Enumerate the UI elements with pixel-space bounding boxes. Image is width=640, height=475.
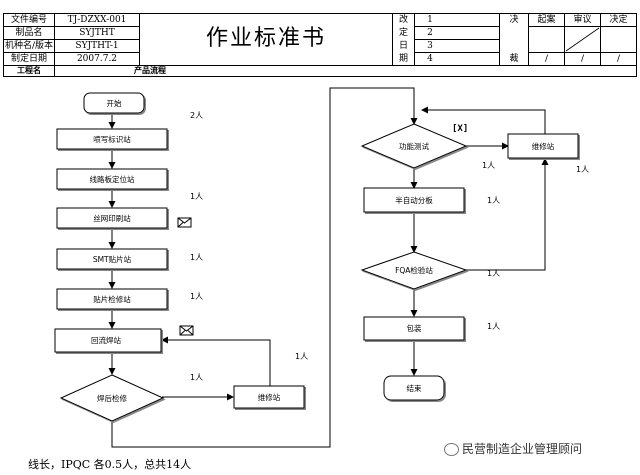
count-repair1: 1人 bbox=[295, 352, 308, 361]
revision-number-4: 4 bbox=[427, 54, 433, 64]
count-repair2: 1人 bbox=[576, 165, 589, 174]
approval-header-decide: 决定 bbox=[609, 15, 628, 25]
count-semi-auto: 1人 bbox=[487, 196, 500, 205]
count-func-test: 1人 bbox=[482, 161, 495, 170]
node-spray bbox=[56, 128, 168, 150]
wechat-icon bbox=[444, 443, 459, 456]
node-patch-check bbox=[56, 288, 168, 310]
node-reflow bbox=[54, 328, 162, 353]
doc-no-value: TJ-DZXX-001 bbox=[67, 15, 127, 25]
doc-no-label: 文件编号 bbox=[10, 15, 47, 25]
revision-char-1: 改 bbox=[398, 15, 408, 25]
revision-number-2: 2 bbox=[427, 28, 433, 38]
product-name-value: SYJTHT bbox=[79, 28, 115, 38]
model-label: 机种名/版本 bbox=[4, 41, 54, 51]
node-end bbox=[383, 375, 445, 401]
node-pack-label: 包装 bbox=[407, 323, 422, 333]
node-end-label: 结束 bbox=[407, 383, 422, 393]
count-fix: 1人 bbox=[190, 192, 203, 201]
node-func-test-label: 功能测试 bbox=[399, 141, 429, 151]
revision-char-2: 定 bbox=[398, 28, 408, 38]
node-start bbox=[83, 92, 145, 114]
date-value: 2007.7.2 bbox=[76, 54, 118, 64]
node-print bbox=[56, 207, 168, 229]
node-patch-check-label: 贴片检修站 bbox=[93, 294, 131, 304]
count-patch-check: 1人 bbox=[190, 292, 203, 301]
process-name-label: 工程名 bbox=[17, 66, 41, 75]
node-repair2-label: 维修站 bbox=[532, 141, 555, 151]
node-fix-label: 线路板定位站 bbox=[90, 174, 135, 184]
approval-mark-2: / bbox=[580, 54, 585, 64]
approval-mark-1: / bbox=[544, 54, 549, 64]
node-start-label: 开始 bbox=[107, 98, 122, 108]
document-title: 作业标准书 bbox=[205, 26, 326, 51]
envelope-icon bbox=[187, 330, 194, 336]
node-semi-auto bbox=[363, 187, 465, 213]
node-spray-label: 喷写标识站 bbox=[93, 134, 131, 144]
revision-number-1: 1 bbox=[427, 15, 433, 25]
header-grid bbox=[3, 13, 637, 77]
node-pack bbox=[363, 316, 465, 341]
count-fqa: 1人 bbox=[487, 269, 500, 278]
node-post-check-label: 焊后检修 bbox=[97, 393, 127, 403]
x-mark: [X] bbox=[452, 124, 468, 134]
approval-mark-3: / bbox=[616, 54, 621, 64]
revision-char-3: 日 bbox=[398, 41, 408, 51]
envelope-icon bbox=[177, 217, 192, 228]
model-value: SYJTHT-1 bbox=[75, 41, 119, 51]
count-spray: 2人 bbox=[190, 111, 203, 120]
node-post-check bbox=[59, 374, 165, 422]
product-name-label: 制品名 bbox=[15, 28, 43, 38]
count-smt: 1人 bbox=[190, 253, 203, 262]
node-repair2 bbox=[507, 133, 579, 159]
footer-note: 线长，IPQC 各0.5人，总共14人 bbox=[28, 458, 192, 471]
envelope-icon bbox=[179, 325, 194, 336]
node-fqa-label: FQA检验站 bbox=[395, 265, 433, 275]
revision-char-4: 期 bbox=[398, 54, 408, 64]
edge-postcheck-functest bbox=[111, 87, 418, 448]
edge-repair1-reflow bbox=[161, 336, 271, 386]
approval-header-draft: 起案 bbox=[537, 15, 556, 25]
watermark-text: 民营制造企业管理顾问 bbox=[462, 442, 583, 456]
count-pack: 1人 bbox=[487, 322, 500, 331]
approval-char-1: 决 bbox=[509, 15, 519, 25]
node-func-test bbox=[360, 123, 468, 169]
watermark: 民营制造企业管理顾问 bbox=[444, 440, 582, 457]
edge-repair2-functest bbox=[421, 106, 546, 134]
node-fix bbox=[56, 168, 168, 190]
flow-label: 产品流程 bbox=[134, 66, 166, 75]
envelope-icon bbox=[179, 330, 186, 336]
date-label: 制定日期 bbox=[10, 54, 47, 64]
revision-number-3: 3 bbox=[427, 41, 433, 51]
node-smt bbox=[56, 248, 168, 270]
edge-fqa-repair2 bbox=[466, 158, 549, 271]
approval-char-2: 裁 bbox=[509, 54, 519, 64]
node-reflow-label: 回流焊站 bbox=[91, 335, 121, 345]
node-repair1 bbox=[233, 385, 305, 409]
node-repair1-label: 维修站 bbox=[258, 392, 281, 402]
node-fqa bbox=[360, 251, 468, 290]
node-print-label: 丝网印刷站 bbox=[93, 213, 131, 223]
count-post-check: 1人 bbox=[190, 373, 203, 382]
node-semi-auto-label: 半自动分板 bbox=[395, 195, 433, 205]
node-smt-label: SMT贴片站 bbox=[93, 254, 132, 264]
approval-header-review: 审议 bbox=[573, 15, 592, 25]
